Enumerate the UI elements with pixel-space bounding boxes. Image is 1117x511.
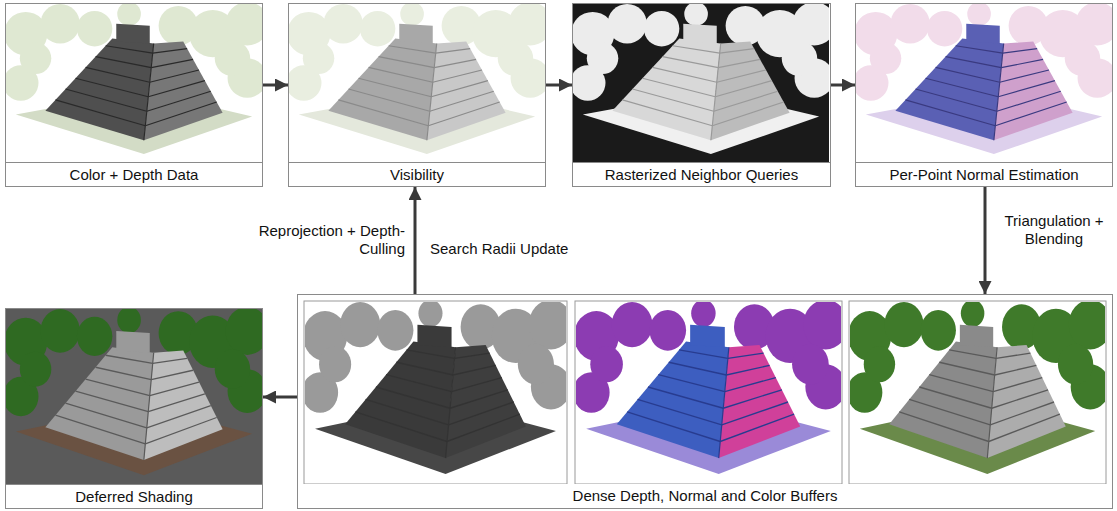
flow-arrow xyxy=(831,84,855,87)
caption-text: Color + Depth Data xyxy=(6,162,262,186)
image-panel: Per-Point Normal Estimation xyxy=(855,3,1113,187)
step-label: Reprojection + Depth-Culling xyxy=(250,222,405,258)
image-panel: Rasterized Neighbor Queries xyxy=(572,3,831,187)
caption-text: Deferred Shading xyxy=(6,484,262,508)
flow-arrow xyxy=(546,84,572,87)
image-panel: Deferred Shading xyxy=(5,308,263,509)
pyramid-image xyxy=(3,2,269,162)
flow-arrow xyxy=(414,187,417,294)
flow-arrow xyxy=(263,396,297,399)
caption-text: Rasterized Neighbor Queries xyxy=(573,162,830,186)
pyramid-image xyxy=(570,2,836,162)
pyramid-image xyxy=(853,2,1117,162)
caption-text: Dense Depth, Normal and Color Buffers xyxy=(298,484,1112,508)
flow-arrow xyxy=(984,187,987,294)
flow-arrow xyxy=(263,84,288,87)
color-buffer-image xyxy=(847,300,1112,483)
image-panel: Dense Depth, Normal and Color Buffers xyxy=(297,294,1113,509)
pyramid-image xyxy=(286,2,552,162)
edge-label: Search Radii Update xyxy=(430,240,600,258)
caption-text: Visibility xyxy=(289,162,545,186)
image-panel: Visibility xyxy=(288,3,546,187)
image-panel: Color + Depth Data xyxy=(5,3,263,187)
depth-buffer-image xyxy=(302,300,573,483)
normal-buffer-image xyxy=(573,300,848,483)
edge-label: Triangulation + Blending xyxy=(995,212,1113,248)
caption-text: Per-Point Normal Estimation xyxy=(856,162,1112,186)
pyramid-image xyxy=(3,307,269,484)
